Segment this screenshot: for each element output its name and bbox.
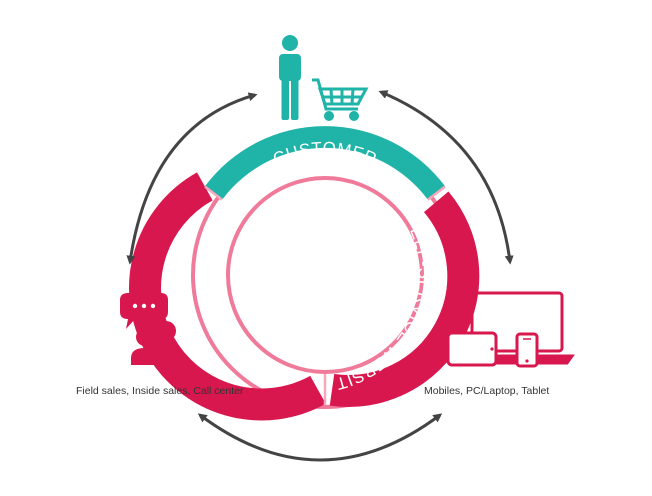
arrow-account-team-website xyxy=(197,413,443,462)
arrow-customer-account-team xyxy=(126,92,258,265)
shopping-cart-icon xyxy=(312,78,369,121)
tablet-icon xyxy=(446,331,498,367)
ring-segment-customer xyxy=(204,126,446,200)
ring-inner-rim xyxy=(226,176,424,374)
website-caption: Mobiles, PC/Laptop, Tablet xyxy=(424,385,550,397)
people-icon xyxy=(131,321,182,365)
cycle-arrows xyxy=(126,90,514,462)
mobile-phone-icon xyxy=(515,332,539,368)
chat-bubble-icon xyxy=(120,293,168,329)
account-team-caption: Field sales, Inside sales, Call center xyxy=(76,385,244,397)
ring-segment-self-service-website xyxy=(329,191,480,407)
person-icon xyxy=(279,35,301,120)
arrow-customer-website xyxy=(378,90,514,265)
